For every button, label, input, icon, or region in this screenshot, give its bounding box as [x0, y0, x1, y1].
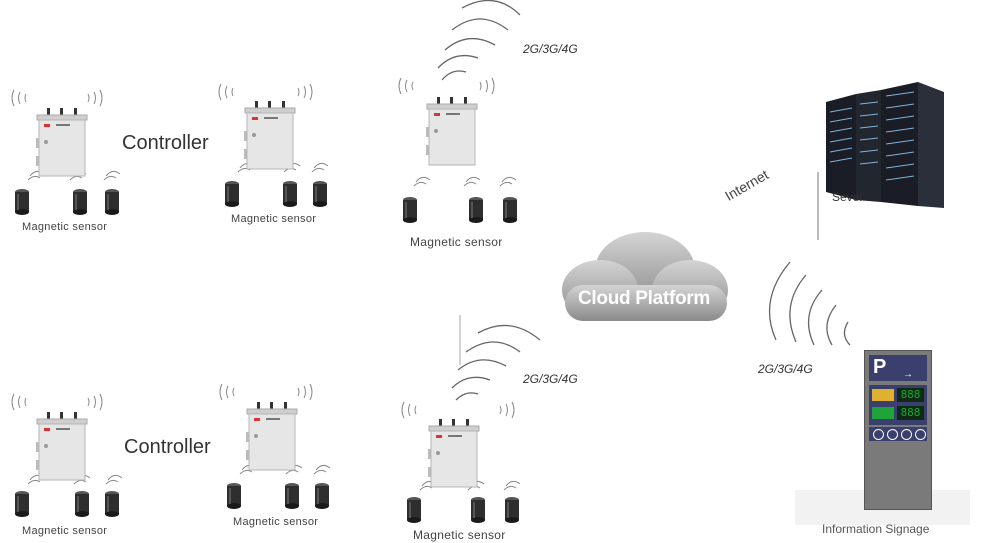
controller-unit-1 — [36, 108, 88, 178]
magnetic-sensor-16 — [406, 496, 422, 523]
cloud-platform-label: Cloud Platform — [578, 288, 710, 309]
controller-unit-2 — [244, 101, 296, 171]
controller-signal-arcs — [11, 77, 515, 419]
information-signage-icon: P → 888 888 — [864, 350, 932, 510]
signal-arcs-signage — [768, 261, 851, 346]
magnetic-sensor-17 — [470, 496, 486, 523]
signage-parking-letter: P — [873, 356, 887, 378]
magnetic-sensor-13 — [226, 482, 242, 509]
magnetic-sensor-14 — [284, 482, 300, 509]
server-label: Sever — [832, 190, 864, 204]
network-label-middle: 2G/3G/4G — [523, 372, 578, 386]
sensor-label-3: Magnetic sensor — [410, 235, 503, 249]
sensor-label-6: Magnetic sensor — [413, 528, 506, 542]
magnetic-sensor-15 — [314, 482, 330, 509]
signage-icons-row — [869, 427, 927, 441]
magnetic-sensor-6 — [312, 180, 328, 207]
signal-arcs-top — [437, 0, 521, 81]
sensor-label-5: Magnetic sensor — [233, 516, 319, 528]
magnetic-sensor-11 — [74, 490, 90, 517]
magnetic-sensor-7 — [402, 196, 418, 223]
magnetic-sensor-3 — [104, 188, 120, 215]
controller-label-bottom: Controller — [124, 436, 211, 458]
magnetic-sensor-8 — [468, 196, 484, 223]
magnetic-sensor-4 — [224, 180, 240, 207]
controller-unit-5 — [246, 402, 298, 472]
signage-rows: 888 888 — [869, 385, 927, 425]
magnetic-sensor-5 — [282, 180, 298, 207]
signage-count-1: 888 — [897, 388, 924, 402]
magnetic-sensor-10 — [14, 490, 30, 517]
sensor-label-4: Magnetic sensor — [22, 525, 108, 537]
network-label-top: 2G/3G/4G — [523, 42, 578, 56]
signage-count-2: 888 — [897, 406, 924, 420]
cloud-platform-shape — [562, 232, 728, 321]
controller-label-top: Controller — [122, 132, 209, 154]
signal-arcs-middle — [451, 324, 541, 401]
arrow-right-icon: → — [903, 369, 913, 380]
controller-unit-4 — [36, 412, 88, 482]
signage-header: P → — [869, 355, 927, 381]
magnetic-sensor-1 — [14, 188, 30, 215]
network-label-signage: 2G/3G/4G — [758, 362, 813, 376]
magnetic-sensor-18 — [504, 496, 520, 523]
server-rack-icon — [826, 82, 946, 210]
controller-unit-6 — [428, 419, 480, 489]
magnetic-sensor-12 — [104, 490, 120, 517]
sensor-label-1: Magnetic sensor — [22, 221, 108, 233]
controller-unit-3 — [426, 97, 478, 167]
sensor-label-2: Magnetic sensor — [231, 213, 317, 225]
magnetic-sensor-2 — [72, 188, 88, 215]
information-signage-label: Information Signage — [822, 522, 930, 536]
magnetic-sensor-9 — [502, 196, 518, 223]
